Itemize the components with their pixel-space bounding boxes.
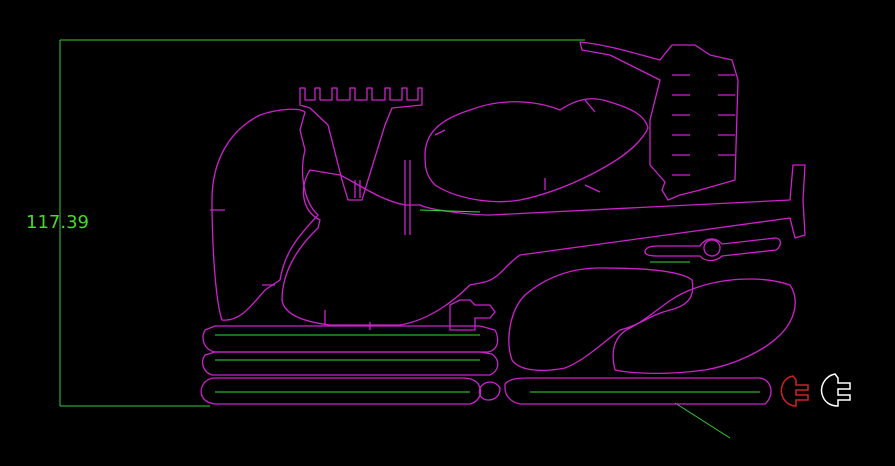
skid-rail-lower-right xyxy=(504,377,772,405)
tail-rotor-hub xyxy=(703,239,721,257)
skid-hub xyxy=(478,381,501,401)
fuselage-slot-1 xyxy=(404,160,411,235)
fuselage-part xyxy=(281,164,806,326)
canopy-part xyxy=(424,98,649,203)
door-panel-right xyxy=(612,278,796,375)
leader-line xyxy=(674,402,731,439)
door-panel-left xyxy=(508,267,694,372)
canopy-notch xyxy=(434,99,601,193)
white-cursor-icon[interactable] xyxy=(820,373,851,407)
side-panel-left-tab xyxy=(210,209,275,286)
skid-rail-upper xyxy=(202,325,499,353)
rotor-frame-part xyxy=(579,41,739,201)
red-cursor-icon[interactable] xyxy=(780,375,809,407)
comb-bracket-part xyxy=(299,87,423,201)
comb-bracket-slot xyxy=(354,180,361,198)
dimension-label: 117.39 xyxy=(26,212,89,233)
dimension-lines xyxy=(59,39,731,439)
parts[interactable] xyxy=(200,41,806,405)
rotor-frame-teeth xyxy=(672,74,735,176)
highlight-edges xyxy=(215,209,760,393)
tail-stabilizer-part xyxy=(644,237,782,262)
small-bracket-part xyxy=(449,299,496,331)
skid-rail-middle xyxy=(201,351,499,376)
